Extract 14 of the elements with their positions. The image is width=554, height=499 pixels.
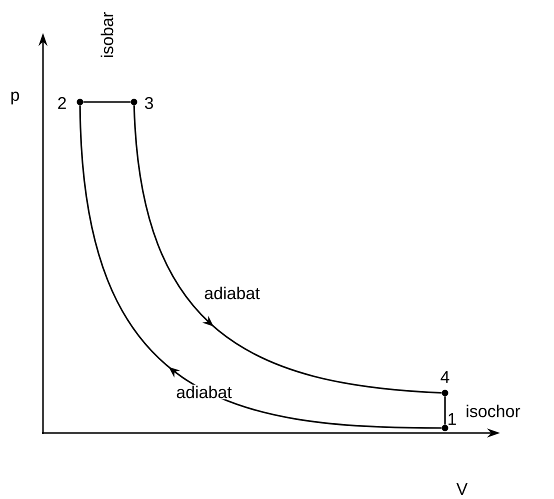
edge-label: isobar [100, 10, 114, 60]
point-label: 4 [440, 371, 450, 383]
curve [133, 105, 442, 394]
curve [79, 105, 442, 429]
axis-label: p [11, 92, 19, 104]
edge-label: adiabat [175, 384, 233, 400]
point-label: 2 [58, 97, 66, 109]
edge-label: isochor [464, 404, 522, 418]
point-label: 3 [144, 96, 153, 110]
curve [444, 396, 446, 425]
edge-label: adiabat [203, 286, 261, 300]
point-label: 1 [448, 413, 456, 425]
axis-label: V [456, 483, 468, 495]
curve [83, 101, 131, 103]
